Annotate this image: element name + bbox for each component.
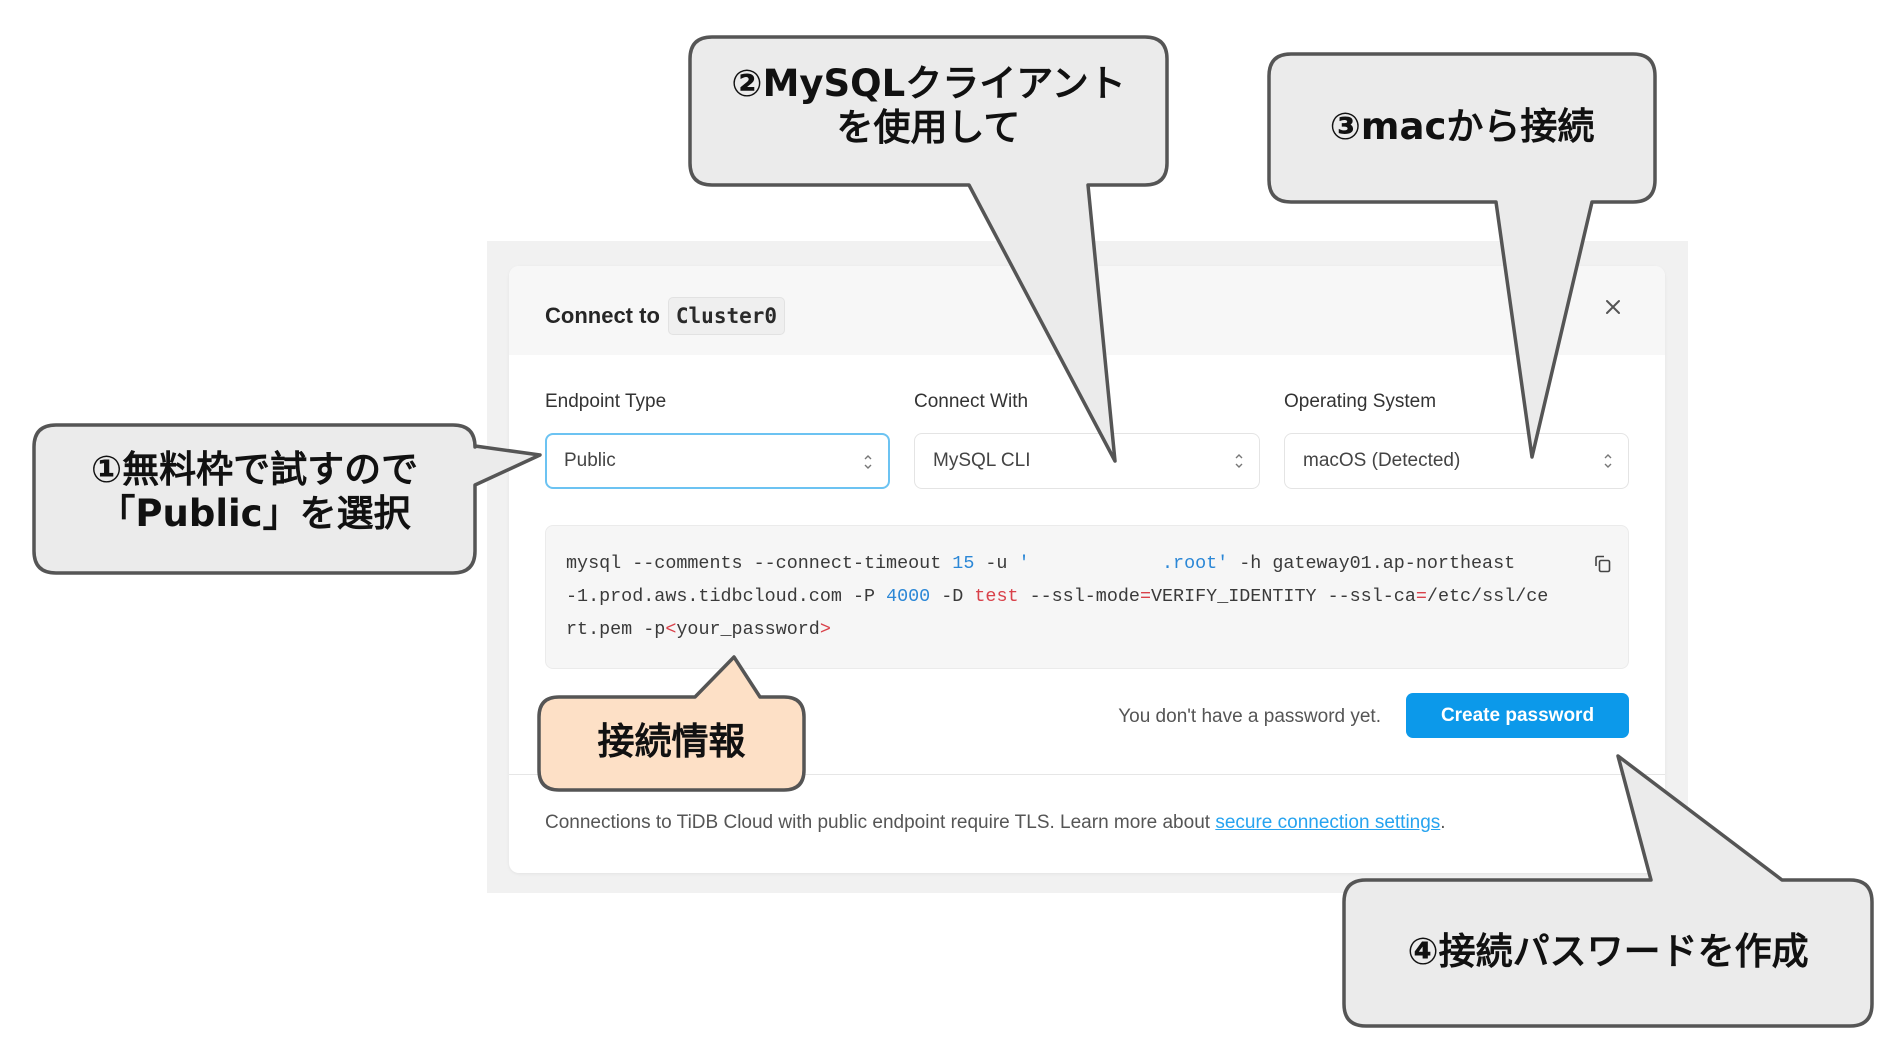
close-icon: [1606, 300, 1620, 314]
code-text: -D: [930, 586, 975, 607]
copy-icon: [1595, 555, 1611, 573]
code-text: -1.prod.aws.tidbcloud.com -P: [566, 586, 887, 607]
endpoint-type-value: Public: [564, 450, 616, 471]
code-text: rt.pem -p: [566, 619, 666, 640]
code-string: ': [1018, 553, 1030, 574]
callout-step2-line2: を使用して: [836, 106, 1021, 150]
code-operator: =: [1139, 586, 1151, 607]
callout-step1-text: ①無料枠で試すので 「Public」を選択: [34, 448, 475, 537]
code-port-value: 4000: [886, 586, 931, 607]
callout-step1-line2: 「Public」を選択: [98, 492, 411, 536]
connect-with-select[interactable]: MySQL CLI: [914, 433, 1260, 489]
code-timeout-value: 15: [952, 553, 975, 574]
code-operator: <: [665, 619, 677, 640]
title-prefix: Connect to: [545, 303, 660, 328]
callout-step4-text: ④接続パスワードを作成: [1407, 930, 1809, 973]
code-text: mysql --comments --connect-timeout: [566, 553, 953, 574]
connection-command-box: mysql --comments --connect-timeout 15 -u…: [545, 525, 1629, 669]
no-password-note: You don't have a password yet.: [1118, 706, 1381, 727]
callout-step2-line1: ②MySQLクライアント: [731, 62, 1126, 105]
copy-button[interactable]: [1593, 554, 1613, 574]
endpoint-type-select[interactable]: Public: [545, 433, 890, 489]
secure-connection-settings-link[interactable]: secure connection settings: [1215, 812, 1441, 833]
dialog-title: Connect to Cluster0: [545, 294, 786, 338]
operating-system-label: Operating System: [1284, 391, 1437, 412]
code-redacted-user: [1030, 553, 1162, 574]
create-password-button[interactable]: Create password: [1406, 693, 1629, 738]
tls-notice: Connections to TiDB Cloud with public en…: [545, 812, 1446, 834]
code-text: --ssl-mode: [1018, 586, 1140, 607]
chevron-up-down-icon: [1235, 454, 1243, 468]
callout-step1-line1: ①無料枠で試すので: [90, 448, 419, 491]
code-string: .root': [1162, 553, 1229, 574]
endpoint-type-label: Endpoint Type: [545, 391, 667, 412]
code-operator: =: [1415, 586, 1427, 607]
code-text: /etc/ssl/ce: [1426, 586, 1549, 607]
code-password-placeholder: your_password: [676, 619, 820, 640]
connect-with-value: MySQL CLI: [933, 450, 1031, 471]
chevron-up-down-icon: [1604, 454, 1612, 468]
cluster-name: Cluster0: [667, 297, 786, 335]
callout-step3-text: ③macから接続: [1329, 105, 1595, 148]
tls-notice-period: .: [1440, 812, 1446, 833]
code-database: test: [974, 586, 1019, 607]
connect-dialog: Connect to Cluster0 Endpoint Type Connec…: [509, 266, 1665, 873]
footer-divider: [509, 774, 1665, 775]
callout-step2-text: ②MySQLクライアント を使用して: [690, 62, 1167, 151]
connect-with-label: Connect With: [914, 391, 1029, 412]
tls-notice-text: Connections to TiDB Cloud with public en…: [545, 812, 1216, 833]
chevron-up-down-icon: [864, 455, 872, 469]
operating-system-value: macOS (Detected): [1303, 450, 1461, 471]
code-text: -u: [974, 553, 1019, 574]
callout-connection-info-text: 接続情報: [597, 720, 746, 763]
operating-system-select[interactable]: macOS (Detected): [1284, 433, 1629, 489]
connection-command[interactable]: mysql --comments --connect-timeout 15 -u…: [566, 547, 1606, 646]
code-operator: >: [819, 619, 831, 640]
code-text: -h gateway01.ap-northeast: [1228, 553, 1516, 574]
code-text: VERIFY_IDENTITY --ssl-ca: [1150, 586, 1416, 607]
close-button[interactable]: [1601, 295, 1625, 319]
